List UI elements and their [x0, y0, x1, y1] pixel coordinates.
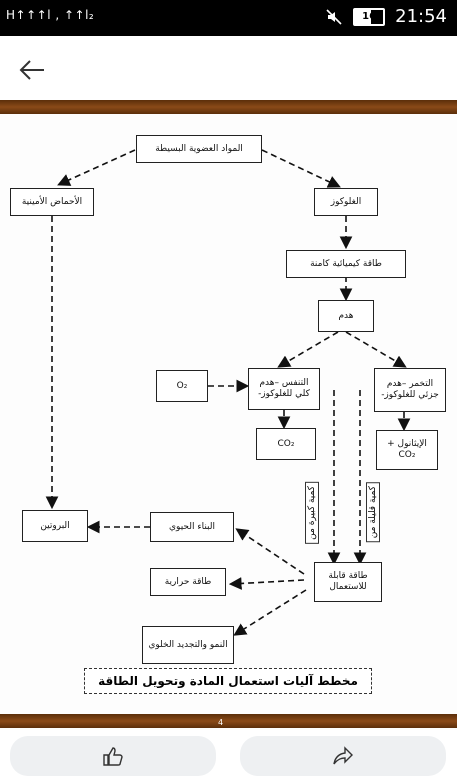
node-latent-energy: طاقة كيميائية كامنة — [286, 250, 406, 278]
arrow-to-fermentation — [345, 331, 407, 368]
node-o2: O₂ — [156, 370, 208, 402]
page-number: 4 — [218, 718, 224, 727]
clock: 21:54 — [395, 6, 447, 27]
arrow-to-respiration — [277, 331, 339, 368]
arrow-to-glucose — [261, 149, 341, 188]
node-usable-energy: طاقة قابلة للاستعمال — [314, 562, 382, 602]
node-ethanol-co2: الإيثانول + CO₂ — [376, 430, 438, 470]
like-button[interactable] — [10, 736, 216, 776]
share-icon — [333, 746, 353, 765]
status-bar: H↑↑↑l , ↑↑l₂ 16 21:54 — [0, 0, 457, 36]
bottom-actions — [0, 730, 457, 776]
node-co2: CO₂ — [256, 428, 316, 460]
battery-icon: 16 — [353, 7, 386, 26]
top-decorative-bar — [0, 100, 457, 114]
signal-indicators: H↑↑↑l , ↑↑l₂ — [6, 8, 95, 22]
label-large-amount: كمية كبيرة من — [305, 482, 319, 544]
node-growth: النمو والتجديد الخلوي — [142, 626, 234, 664]
node-protein: البروتين — [22, 510, 88, 542]
app-bar — [0, 36, 457, 104]
node-glucose: الغلوكوز — [314, 188, 378, 216]
node-fermentation: التخمر –هدم جزئي للغلوكوز- — [374, 368, 446, 412]
diagram-caption: مخطط آليات استعمال المادة وتحويل الطاقة — [84, 668, 372, 694]
node-respiration: التنفس –هدم كلي للغلوكوز- — [248, 368, 320, 410]
share-button[interactable] — [240, 736, 446, 776]
mute-icon — [326, 8, 342, 25]
battery-level: 16 — [362, 10, 377, 22]
node-simple-organic: المواد العضوية البسيطة — [136, 135, 262, 163]
node-biosynthesis: البناء الحيوي — [150, 512, 234, 542]
label-small-amount: كمية قليلة من — [366, 482, 380, 543]
bottom-decorative-bar — [0, 714, 457, 728]
node-heat-energy: طاقة حرارية — [150, 568, 226, 596]
like-icon — [103, 747, 123, 766]
node-breakdown: هدم — [318, 300, 374, 332]
node-amino-acids: الأحماض الأمينية — [10, 188, 94, 216]
back-arrow-icon[interactable] — [18, 58, 46, 82]
arrow-to-amino-acids — [57, 149, 136, 186]
